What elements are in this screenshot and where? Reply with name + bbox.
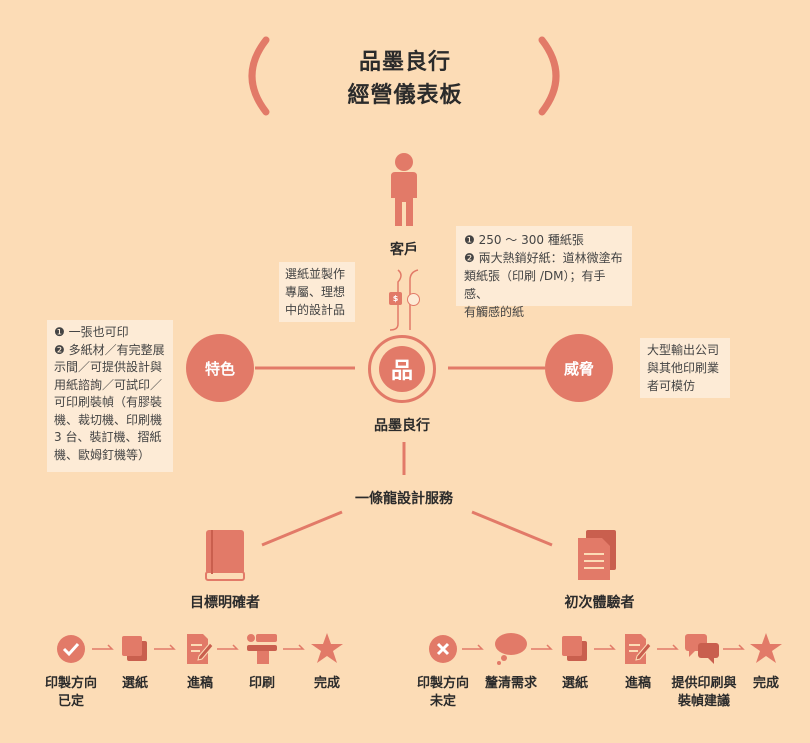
design-icon — [407, 293, 420, 306]
customer-note-line: ❷ 兩大熱銷好紙：道林微塗布 — [464, 251, 623, 265]
paper-stack-icon — [562, 636, 587, 661]
line-left-segment — [261, 510, 343, 547]
segment-left-label: 目標明確者 — [190, 595, 260, 611]
step-label: 釐清需求 — [484, 676, 537, 691]
threat-badge: 威脅 — [545, 334, 613, 402]
feature-notes: ❶ 一張也可印 ❷ 多紙材／有完整展 示間／可提供設計與 用紙諮詢／可試印／ 可… — [47, 320, 173, 472]
step-label: 選紙 — [561, 676, 588, 691]
step-label: 提供印刷與 裝幀建議 — [671, 676, 737, 709]
left-bracket — [248, 36, 270, 116]
printer-icon — [247, 634, 277, 664]
step-label: 選紙 — [121, 676, 148, 691]
step-label: 進稿 — [186, 676, 213, 691]
service-note: 選紙並製作 專屬、理想 中的設計品 — [279, 262, 355, 322]
step-label: 印刷 — [248, 676, 275, 691]
customer-note-line: 類紙張（印刷 /DM）；有手感、 — [464, 269, 606, 301]
title-line2: 經營儀表板 — [347, 83, 463, 108]
customer-note-line: 有觸感的紙 — [464, 305, 525, 319]
service-label: 一條龍設計服務 — [355, 491, 453, 507]
brand-logo: 品 — [368, 335, 436, 403]
service-note-line: 專屬、理想 — [285, 285, 346, 299]
threat-note-line: 者可模仿 — [647, 379, 696, 393]
center-label: 品墨良行 — [374, 418, 430, 434]
step-label: 印製方向 已定 — [44, 676, 97, 709]
segment-right-label: 初次體驗者 — [564, 595, 635, 611]
thought-bubble-icon — [495, 633, 527, 665]
service-note-line: 選紙並製作 — [285, 267, 346, 281]
feature-note-line: ❷ 多紙材／有完整展 — [54, 342, 165, 357]
feature-note-line: 機、歐姆釘機等） — [54, 447, 151, 462]
flow-arrows-right — [462, 644, 745, 650]
threat-notes: 大型輸出公司 與其他印刷業 者可模仿 — [640, 338, 730, 398]
money-icon: $ — [389, 292, 402, 305]
brand-logo-mark: 品 — [379, 346, 425, 392]
service-note-line: 中的設計品 — [285, 303, 346, 317]
feature-note-line: 機、裁切機、印刷機 — [54, 412, 163, 427]
customer-label: 客戶 — [390, 242, 418, 258]
check-circle-icon — [57, 635, 85, 663]
feature-note-line: 可印刷裝幀（有膠裝 — [54, 395, 163, 409]
book-icon — [205, 530, 245, 581]
person-icon — [391, 153, 417, 226]
document-edit-icon — [187, 634, 214, 664]
chat-bubbles-icon — [685, 634, 719, 664]
document-edit-icon — [625, 634, 652, 664]
x-circle-icon — [429, 635, 457, 663]
threat-note-line: 與其他印刷業 — [647, 361, 720, 375]
step-label: 進稿 — [624, 676, 651, 691]
paper-stack-icon — [122, 636, 147, 661]
flow-arrows-left — [92, 644, 305, 650]
star-icon — [750, 633, 782, 663]
line-right-segment — [471, 510, 553, 547]
feature-note-line: 用紙諮詢／可試印／ — [54, 377, 163, 392]
customer-note-line: ❶ 250 ～ 300 種紙張 — [464, 233, 584, 247]
feature-note-line: 3 台、裝訂機、摺紙 — [54, 430, 162, 444]
customer-notes: ❶ 250 ～ 300 種紙張 ❷ 兩大熱銷好紙：道林微塗布 類紙張（印刷 /D… — [456, 226, 632, 319]
documents-icon — [578, 530, 616, 580]
page-title: 品墨良行 經營儀表板 — [305, 46, 505, 112]
title-line1: 品墨良行 — [358, 50, 451, 75]
right-bracket — [538, 36, 560, 116]
feature-badge: 特色 — [186, 334, 254, 402]
step-label: 印製方向 未定 — [416, 676, 469, 709]
feature-note-line: 示間／可提供設計與 — [54, 360, 163, 374]
threat-note-line: 大型輸出公司 — [647, 343, 720, 357]
feature-note-line: ❶ 一張也可印 — [54, 325, 129, 339]
star-icon — [311, 633, 343, 663]
step-label: 完成 — [313, 676, 340, 691]
step-label: 完成 — [752, 676, 779, 691]
